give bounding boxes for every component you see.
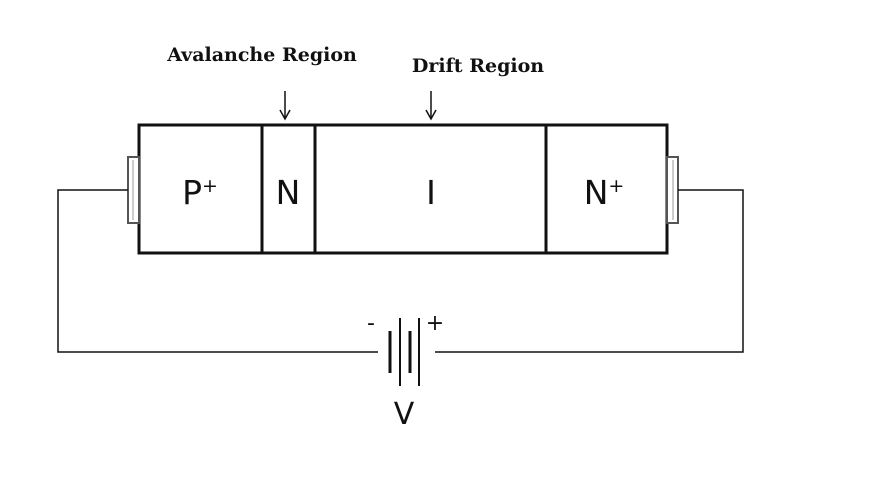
voltage-label: V — [394, 397, 415, 432]
n-layer-label: N — [276, 173, 301, 212]
battery-positive-sign: + — [426, 311, 444, 336]
right-contact — [666, 156, 679, 224]
drift-region-label: Drift Region — [412, 55, 544, 77]
n-plus-sup: + — [608, 175, 624, 197]
i-layer-label: I — [426, 173, 436, 212]
circuit-wire — [57, 189, 744, 353]
p-plus-layer-label: P+ — [182, 173, 218, 212]
n-plus-base: N — [584, 173, 609, 212]
n-plus-layer-label: N+ — [584, 173, 625, 212]
drift-arrow-icon — [425, 91, 437, 121]
battery-icon — [388, 318, 420, 386]
p-plus-sup: + — [202, 175, 218, 197]
p-plus-base: P — [182, 173, 202, 212]
left-contact — [127, 156, 140, 224]
avalanche-arrow-icon — [279, 91, 291, 121]
battery-negative-sign: - — [367, 311, 375, 336]
avalanche-region-label: Avalanche Region — [166, 44, 357, 66]
